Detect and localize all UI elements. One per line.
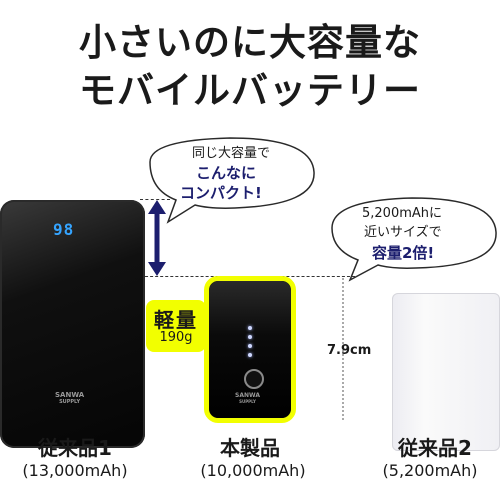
caption-title-3: 従来品2 xyxy=(398,436,472,460)
bubble-left-line-2: こんなに xyxy=(196,164,257,182)
bubble-right-line-3: 容量2倍! xyxy=(372,244,435,262)
product-logo-text-2: SUPPLY xyxy=(239,398,256,404)
caption-title-2: 本製品 xyxy=(220,436,280,460)
battery-level-display: 98 xyxy=(53,220,75,239)
product-battery-body xyxy=(209,281,291,418)
headline-line-2: モバイルバッテリー xyxy=(79,69,421,112)
sanwa-logo-product: SANWA SUPPLY xyxy=(235,392,260,404)
bubble-right-line-1: 5,200mAhに xyxy=(362,206,443,221)
bubble-right-line-2: 近いサイズで xyxy=(364,225,442,240)
caption-capacity-3: (5,200mAh) xyxy=(382,461,478,480)
bubble-left-line-3: コンパクト! xyxy=(180,184,262,202)
led-indicator-3 xyxy=(248,344,252,348)
led-indicator-1 xyxy=(248,326,252,330)
weight-badge xyxy=(146,300,206,352)
logo-text-2: SUPPLY xyxy=(59,398,81,405)
top-guideline xyxy=(140,199,170,200)
led-indicator-4 xyxy=(248,353,252,357)
weight-value: 190g xyxy=(159,330,193,345)
height-difference-arrow xyxy=(148,200,166,276)
caption-capacity-1: (13,000mAh) xyxy=(22,461,128,480)
sanwa-logo-large: SANWA SUPPLY xyxy=(55,391,85,405)
power-button-icon xyxy=(244,369,264,389)
product-logo-text-1: SANWA xyxy=(235,392,260,399)
weight-label: 軽量 xyxy=(154,308,198,332)
caption-capacity-2: (10,000mAh) xyxy=(200,461,306,480)
headline-line-1: 小さいのに大容量な xyxy=(79,21,421,64)
led-indicator-2 xyxy=(248,335,252,339)
conventional-battery-2-image xyxy=(392,293,500,451)
logo-text-1: SANWA xyxy=(55,391,85,399)
speech-bubble-left xyxy=(149,137,315,224)
bubble-left-line-1: 同じ大容量で xyxy=(192,146,271,161)
conventional-battery-1-image xyxy=(0,200,145,448)
speech-bubble-right xyxy=(331,197,497,282)
caption-title-1: 従来品1 xyxy=(38,436,112,460)
height-dimension-label: 7.9cm xyxy=(327,343,372,358)
